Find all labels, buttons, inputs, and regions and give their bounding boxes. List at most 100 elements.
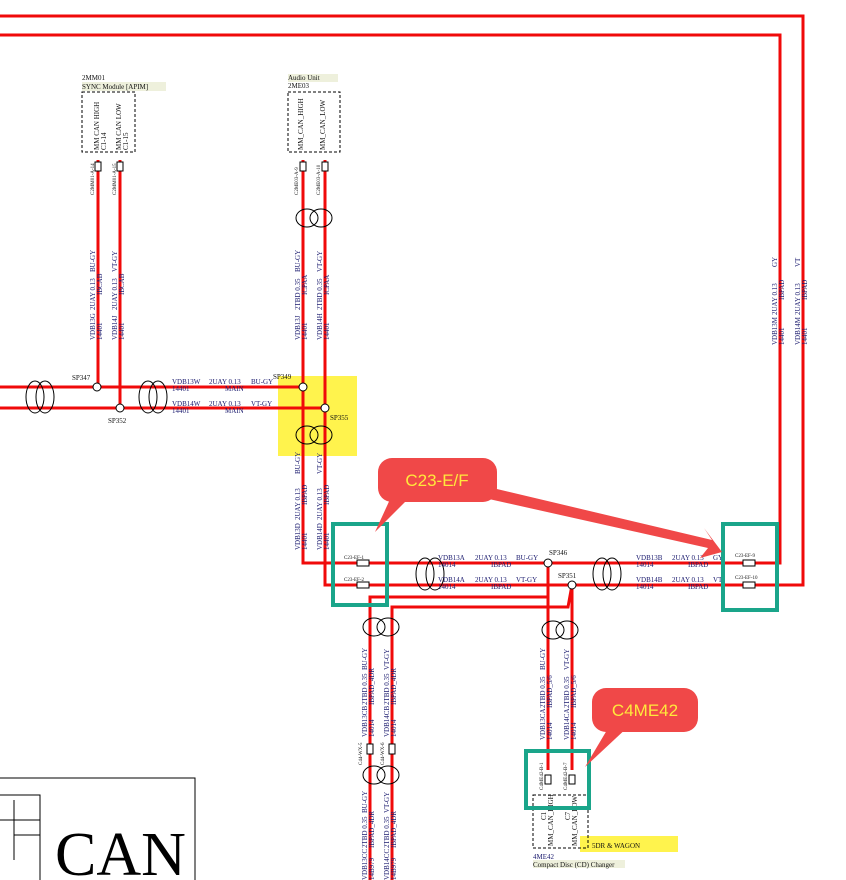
diagram-label: IBCAB [118, 273, 126, 295]
diagram-label: VDB14B [636, 576, 663, 584]
diagram-label: BU-GY [539, 648, 547, 670]
diagram-label: IBPAD_4DR [390, 668, 398, 705]
diagram-label: C7 [564, 811, 572, 820]
diagram-label: VDB14M [794, 316, 802, 345]
diagram-label: C44-WX-6 [381, 742, 386, 765]
diagram-label: VDB14A [438, 576, 465, 584]
diagram-label: SP349 [273, 373, 292, 381]
diagram-label: VT-GY [516, 576, 537, 584]
diagram-label: 2TBD 0.35 [316, 278, 324, 310]
diagram-label: SP352 [108, 417, 127, 425]
diagram-label: MM_CAN_HIGH [547, 794, 555, 846]
diagram-label: 14014 [636, 583, 654, 591]
diagram-label: BU-GY [294, 250, 302, 272]
highlight-area [278, 376, 357, 456]
diagram-label: IBPAD_4DR [368, 811, 376, 848]
diagram-label: MM CAN LOW [115, 103, 123, 150]
diagram-label: C4ME42-B-7 [564, 762, 569, 790]
splice-sp349 [298, 382, 308, 392]
diagram-label: VDB13G [89, 313, 97, 340]
diagram-label: VDB13CA [539, 708, 547, 740]
diagram-label: 14401 [801, 327, 809, 345]
diagram-label: BU-GY [89, 250, 97, 272]
module-cd-changer[interactable]: C4ME42-B-1 C4ME42-B-7 MM_CAN_HIGH C1 MM_… [532, 762, 640, 869]
diagram-label: VT-GY [563, 649, 571, 670]
diagram-label: MM_CAN_HIGH [297, 98, 305, 150]
diagram-label: VT-GY [111, 251, 119, 272]
diagram-label: 14014 [438, 583, 456, 591]
diagram-label: 2UAY 0.13 [672, 554, 704, 562]
diagram-label: 14014 [636, 561, 654, 569]
diagram-label: 2UAY 0.13 [294, 488, 302, 520]
diagram-label: IBPAD [778, 280, 786, 300]
diagram-label: 14014 [368, 719, 376, 737]
splice-sp355 [320, 403, 330, 413]
diagram-label: C44-WX-5 [359, 742, 364, 765]
diagram-label: C2ME03-A-9 [295, 167, 300, 195]
diagram-label: 2UAY 0.13 [475, 554, 507, 562]
callout-c4me42: C4ME42 [585, 688, 698, 767]
module-sync[interactable]: 2MM01 SYNC Module [APIM] MM CAN HIGH C1-… [81, 74, 148, 195]
diagram-label: VDB14CC [383, 849, 391, 880]
highlight-box-c23-right [721, 522, 779, 612]
diagram-label: 14401 [96, 322, 104, 340]
wire-can-high-loop [0, 33, 782, 565]
diagram-label: 2TBD 0.35 [563, 676, 571, 708]
diagram-label: 14014 [570, 722, 578, 740]
diagram-label: VDB14J [111, 315, 119, 340]
diagram-label: 2UAY 0.13 [771, 283, 779, 315]
diagram-label: C1 [540, 811, 548, 820]
diagram-label: 14B979 [390, 857, 398, 880]
diagram-label: MM CAN HIGH [93, 102, 101, 150]
diagram-label: BU-GY [361, 648, 369, 670]
diagram-label: 2UAY 0.13 [475, 576, 507, 584]
diagram-label: BU-GY [251, 378, 273, 386]
diagram-label: 2UAY 0.13 [672, 576, 704, 584]
diagram-label: 2TBD 0.35 [383, 816, 391, 848]
diagram-label: 2UAY 0.13 [111, 278, 119, 310]
diagram-label: C2MM01-A-15 [113, 163, 118, 195]
diagram-label: VT-GY [251, 400, 272, 408]
diagram-label: IBPAD_5/6 [570, 675, 578, 708]
diagram-label: VDB13CC [361, 849, 369, 880]
diagram-label: 5DR & WAGON [592, 842, 640, 850]
diagram-label: C4ME42 [612, 701, 678, 720]
diagram-label: C23-EF-1 [344, 556, 365, 561]
diagram-label: VDB14CB [383, 706, 391, 737]
diagram-label: 14014 [546, 722, 554, 740]
module-audio-unit[interactable]: Audio Unit 2ME03 MM_CAN_HIGH MM_CAN_LOW … [287, 74, 341, 195]
diagram-label: Audio Unit [288, 74, 320, 82]
diagram-label: VT [794, 257, 802, 267]
diagram-label: 14401 [172, 385, 190, 393]
diagram-label: 2TBD 0.35 [361, 673, 369, 705]
diagram-label: 2MM01 [82, 74, 105, 82]
diagram-label: GY [771, 257, 779, 267]
diagram-label: IBPAD [301, 485, 309, 505]
diagram-label: CAN [55, 821, 186, 880]
diagram-label: IBPAD [323, 485, 331, 505]
callout-c23: C23-E/F [375, 458, 722, 558]
diagram-label: 14401 [118, 322, 126, 340]
diagram-label: BU-GY [361, 791, 369, 813]
diagram-label: 2UAY 0.13 [89, 278, 97, 310]
diagram-label: C1-14 [100, 132, 108, 150]
diagram-label: C4ME42-B-1 [540, 762, 545, 790]
diagram-label: C2ME03-A-10 [317, 164, 322, 195]
diagram-label: C2MM01-A-14 [91, 163, 96, 195]
diagram-label: 14401 [323, 532, 331, 550]
diagram-label: 2UAY 0.13 [209, 400, 241, 408]
can-legend: CAN [0, 777, 196, 880]
diagram-label: C1-15 [122, 132, 130, 150]
diagram-label: 14014 [438, 561, 456, 569]
diagram-label: VT-GY [316, 453, 324, 474]
diagram-label: 2ME03 [288, 82, 310, 90]
diagram-label: 2TBD 0.35 [361, 816, 369, 848]
diagram-label: C23-EF-10 [735, 576, 758, 581]
diagram-label: 4ME42 [533, 853, 555, 861]
diagram-label: SP355 [330, 414, 349, 422]
diagram-label: VT-GY [383, 792, 391, 813]
diagram-label: C23-EF-2 [344, 578, 365, 583]
diagram-label: ICPAA [301, 275, 309, 295]
